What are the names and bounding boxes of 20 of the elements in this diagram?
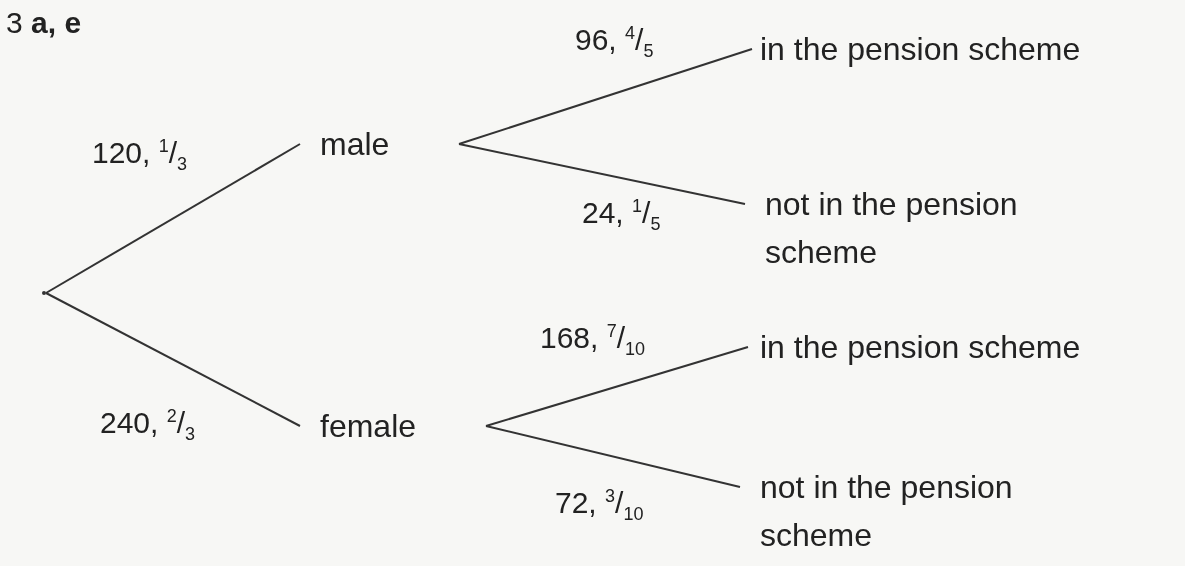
outcome-label: female xyxy=(320,402,417,450)
edge-label: 96, $^{4}$/$_{5}$ xyxy=(575,22,654,58)
edge-label: 72, $^{3}$/$_{10}$ xyxy=(555,485,644,521)
outcome-label: not in the pension scheme xyxy=(760,463,1100,559)
edge-label: 168, $^{7}$/$_{10}$ xyxy=(540,320,646,356)
branch-line xyxy=(458,48,753,145)
edge-label: 120, $^{1}$/$_{3}$ xyxy=(92,135,188,171)
branch-line xyxy=(485,425,741,488)
outcome-label: not in the pension scheme xyxy=(765,180,1105,276)
branch-line xyxy=(485,346,749,427)
outcome-label: in the pension scheme xyxy=(760,25,1081,73)
outcome-label: male xyxy=(320,120,390,168)
branch-point xyxy=(42,291,46,295)
branch-line xyxy=(45,292,301,427)
outcome-label: in the pension scheme xyxy=(760,323,1081,371)
edge-label: 24, $^{1}$/$_{5}$ xyxy=(582,195,661,231)
edge-label: 240, $^{2}$/$_{3}$ xyxy=(100,405,196,441)
question-label: 3 a, e xyxy=(6,6,82,40)
branch-line xyxy=(45,143,301,294)
branch-line xyxy=(458,143,746,205)
